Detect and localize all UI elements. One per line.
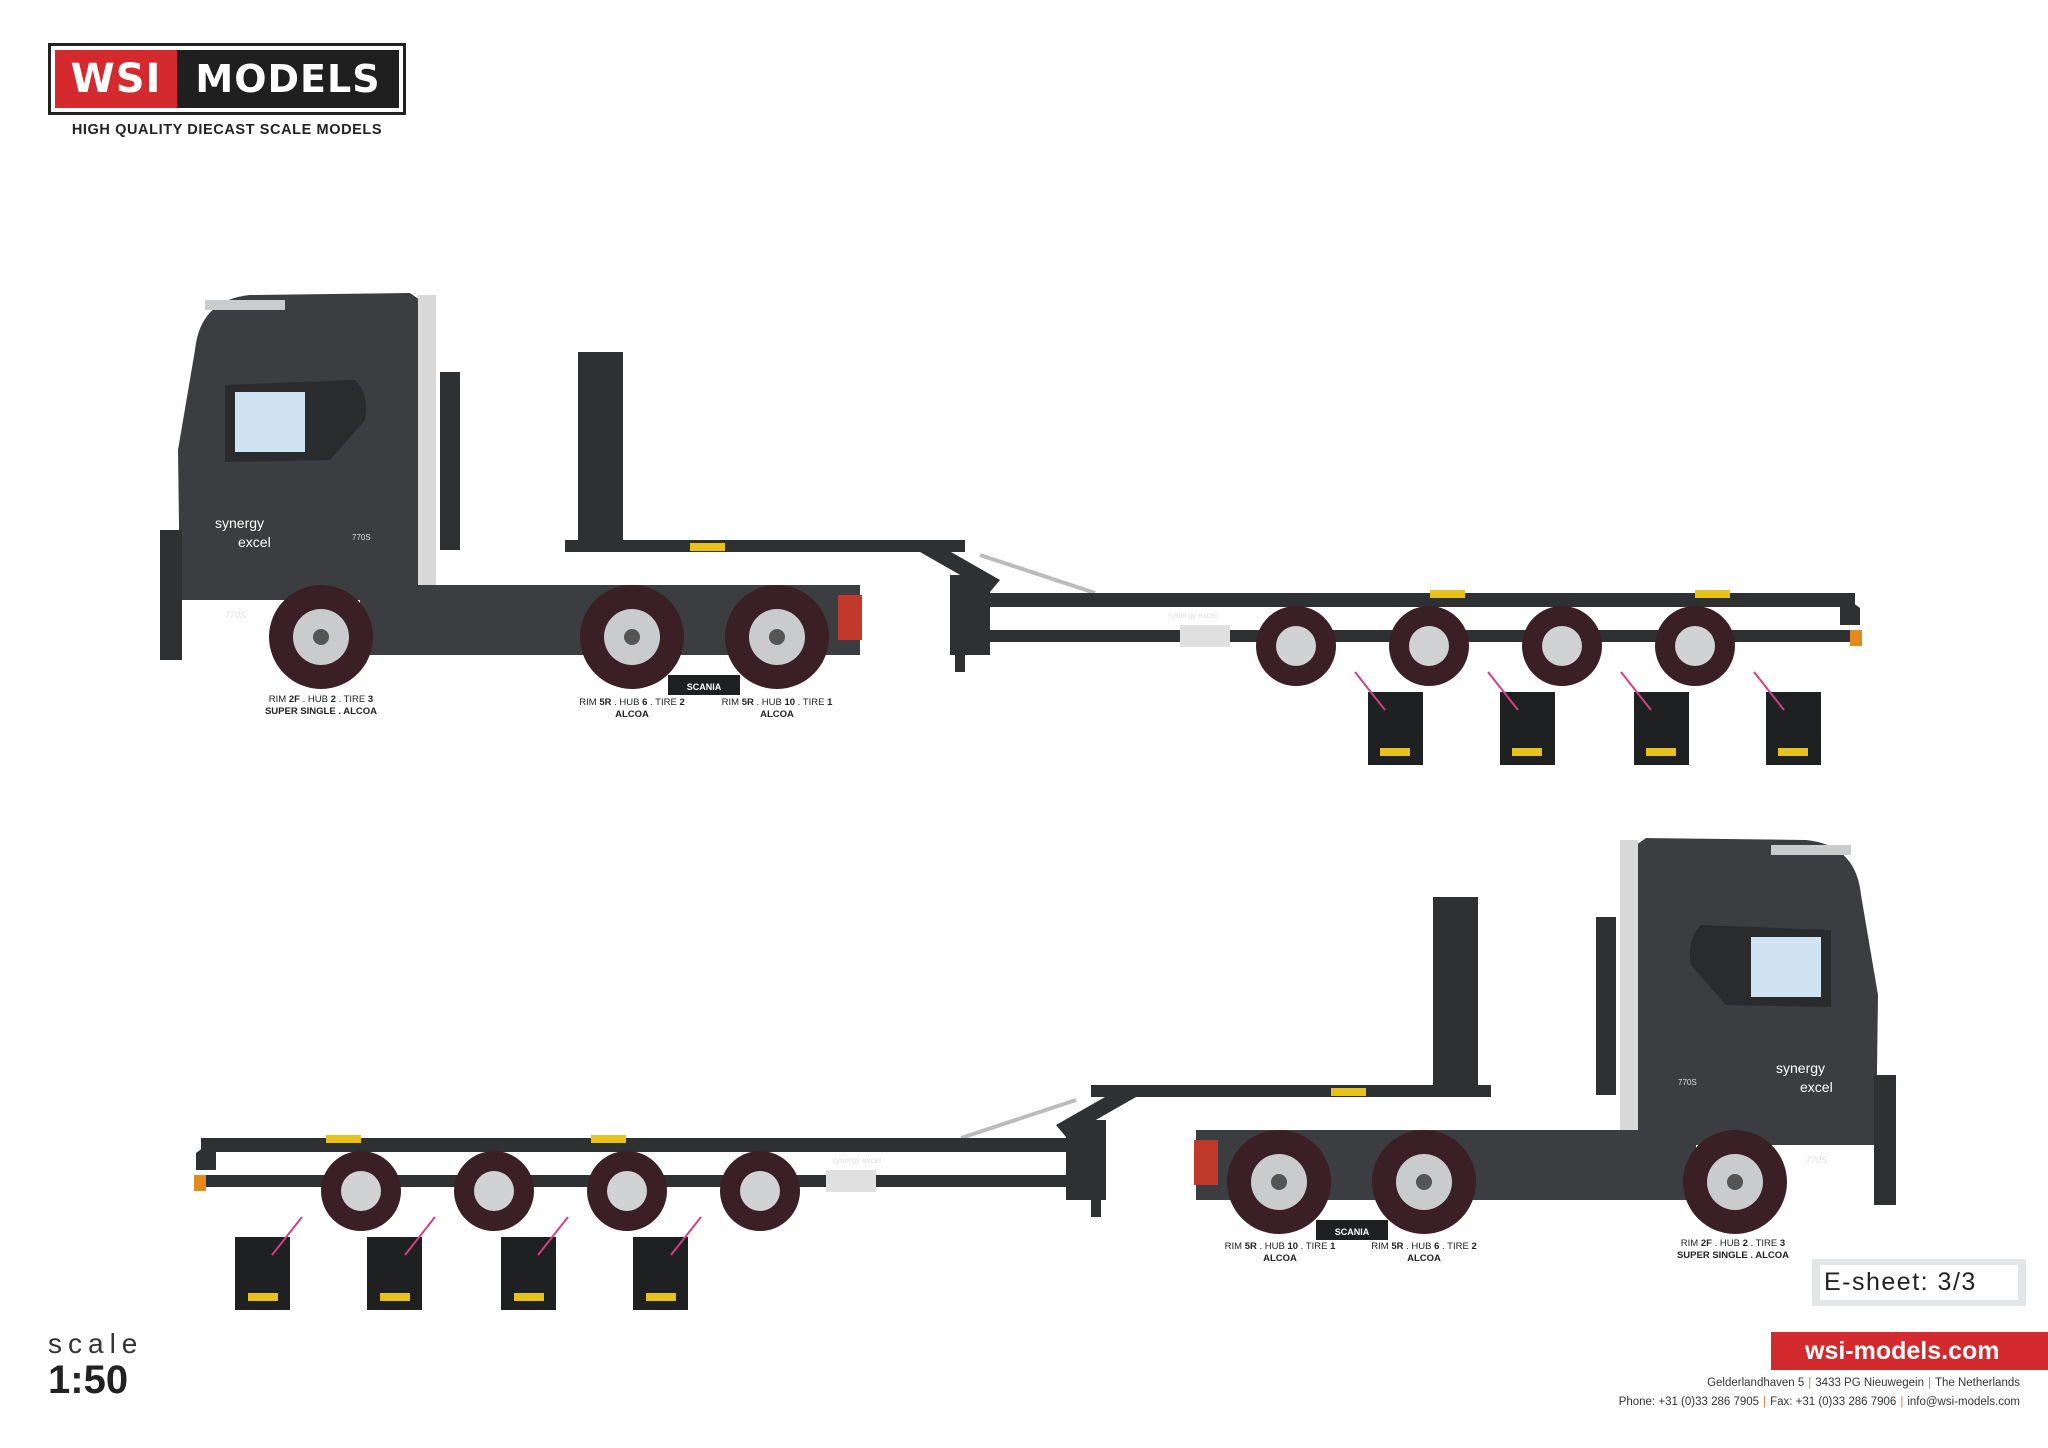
truck-top-view-left	[158, 291, 1864, 767]
truck-bottom-view-right	[192, 836, 1898, 1312]
tagline: HIGH QUALITY DIECAST SCALE MODELS	[71, 122, 383, 138]
logo-wsi: WSI	[55, 50, 177, 108]
model-badge-front-top: 770S	[225, 610, 246, 620]
address-line: Gelderlandhaven 5|3433 PG Nieuwegein|The…	[1707, 1377, 2020, 1389]
e-sheet-box: E-sheet: 3/3	[1812, 1259, 2026, 1306]
scale-word: scale	[48, 1328, 144, 1359]
contact-line: Phone: +31 (0)33 286 7905|Fax: +31 (0)33…	[1618, 1396, 2020, 1408]
cab-logo-bottom: synergy	[1776, 1060, 1825, 1076]
label-front-top: RIM 2F . HUB 2 . TIRE 3 SUPER SINGLE . A…	[264, 694, 378, 717]
label-front-bottom: RIM 2F . HUB 2 . TIRE 3 SUPER SINGLE . A…	[1676, 1238, 1790, 1261]
model-badge-bottom: 770S	[1678, 1078, 1697, 1087]
trailer-logo-top: synergy excel	[1168, 611, 1217, 620]
cab-logo-2-bottom: excel	[1800, 1079, 1833, 1095]
e-sheet-label: E-sheet: 3/3	[1820, 1265, 2018, 1300]
email-link[interactable]: info@wsi-models.com	[1907, 1396, 2020, 1408]
plate-top: SCANIA	[687, 682, 722, 692]
trailer-logo-bottom: synergy excel	[832, 1156, 881, 1165]
website-link[interactable]: wsi-models.com	[1771, 1332, 2048, 1370]
plate-bottom: SCANIA	[1335, 1227, 1370, 1237]
label-rear2-bottom: RIM 5R . HUB 10 . TIRE 1 ALCOA	[1224, 1241, 1336, 1264]
cab-logo-top: synergy	[215, 515, 264, 531]
model-badge-front-bottom: 770S	[1806, 1155, 1827, 1165]
scale-value: 1:50	[48, 1358, 129, 1402]
label-rear1-top: RIM 5R . HUB 6 . TIRE 2 ALCOA	[579, 697, 685, 720]
logo-models: MODELS	[177, 50, 399, 108]
wsi-models-logo: WSI MODELS	[48, 43, 406, 115]
label-rear2-top: RIM 5R . HUB 10 . TIRE 1 ALCOA	[721, 697, 833, 720]
model-badge-top: 770S	[352, 533, 371, 542]
cab-logo-2-top: excel	[238, 534, 271, 550]
label-rear1-bottom: RIM 5R . HUB 6 . TIRE 2 ALCOA	[1371, 1241, 1477, 1264]
